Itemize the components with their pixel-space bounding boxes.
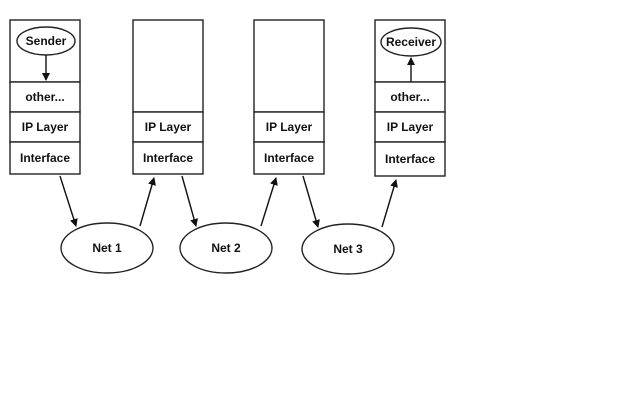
net-1: Net 1 (60, 222, 154, 274)
router-1-stack: IP Layer Interface (132, 19, 204, 175)
receiver-label: Receiver (386, 35, 436, 49)
sender-interface-layer (9, 141, 81, 175)
router-2-upper (253, 19, 325, 113)
receiver-ip-label: IP Layer (387, 120, 434, 134)
net-1-ellipse (60, 222, 154, 274)
receiver-stack: Receiver other... IP Layer Interface (374, 19, 446, 177)
arrow-router1-to-net2 (181, 175, 198, 227)
receiver-interface-layer (374, 141, 446, 177)
router-2-stack: IP Layer Interface (253, 19, 325, 175)
sender-other-label: other... (25, 90, 64, 104)
sender-ip-label: IP Layer (22, 120, 69, 134)
router-1-ip-label: IP Layer (145, 120, 192, 134)
arrow-net3-to-receiver (381, 179, 398, 228)
arrow-net1-to-router1 (139, 177, 156, 227)
sender-stack: Sender other... IP Layer Interface (9, 19, 81, 175)
sender-ip-layer (9, 111, 81, 143)
net-2-label: Net 2 (211, 241, 241, 255)
receiver-ip-layer (374, 111, 446, 143)
receiver-interface-label: Interface (385, 152, 435, 166)
router-2-interface-layer (253, 141, 325, 175)
net-3-ellipse (301, 223, 395, 275)
router-1-interface-label: Interface (143, 151, 193, 165)
router-2-interface-label: Interface (264, 151, 314, 165)
net-2: Net 2 (179, 222, 273, 274)
net-1-label: Net 1 (92, 241, 122, 255)
sender-label: Sender (26, 34, 67, 48)
arrow-router2-to-net3 (302, 175, 320, 228)
router-2-ip-label: IP Layer (266, 120, 313, 134)
packet-flow-arrows (59, 175, 398, 228)
receiver-other-label: other... (390, 90, 429, 104)
router-1-upper (132, 19, 204, 113)
net-3: Net 3 (301, 223, 395, 275)
sender-interface-label: Interface (20, 151, 70, 165)
router-1-ip-layer (132, 111, 204, 143)
receiver-ellipse (380, 27, 442, 57)
net-3-label: Net 3 (333, 242, 363, 256)
arrow-net2-to-router2 (260, 177, 278, 227)
arrow-sender-to-net1 (59, 175, 78, 227)
receiver-other-layer (374, 81, 446, 113)
router-2-ip-layer (253, 111, 325, 143)
router-1-interface-layer (132, 141, 204, 175)
net-2-ellipse (179, 222, 273, 274)
